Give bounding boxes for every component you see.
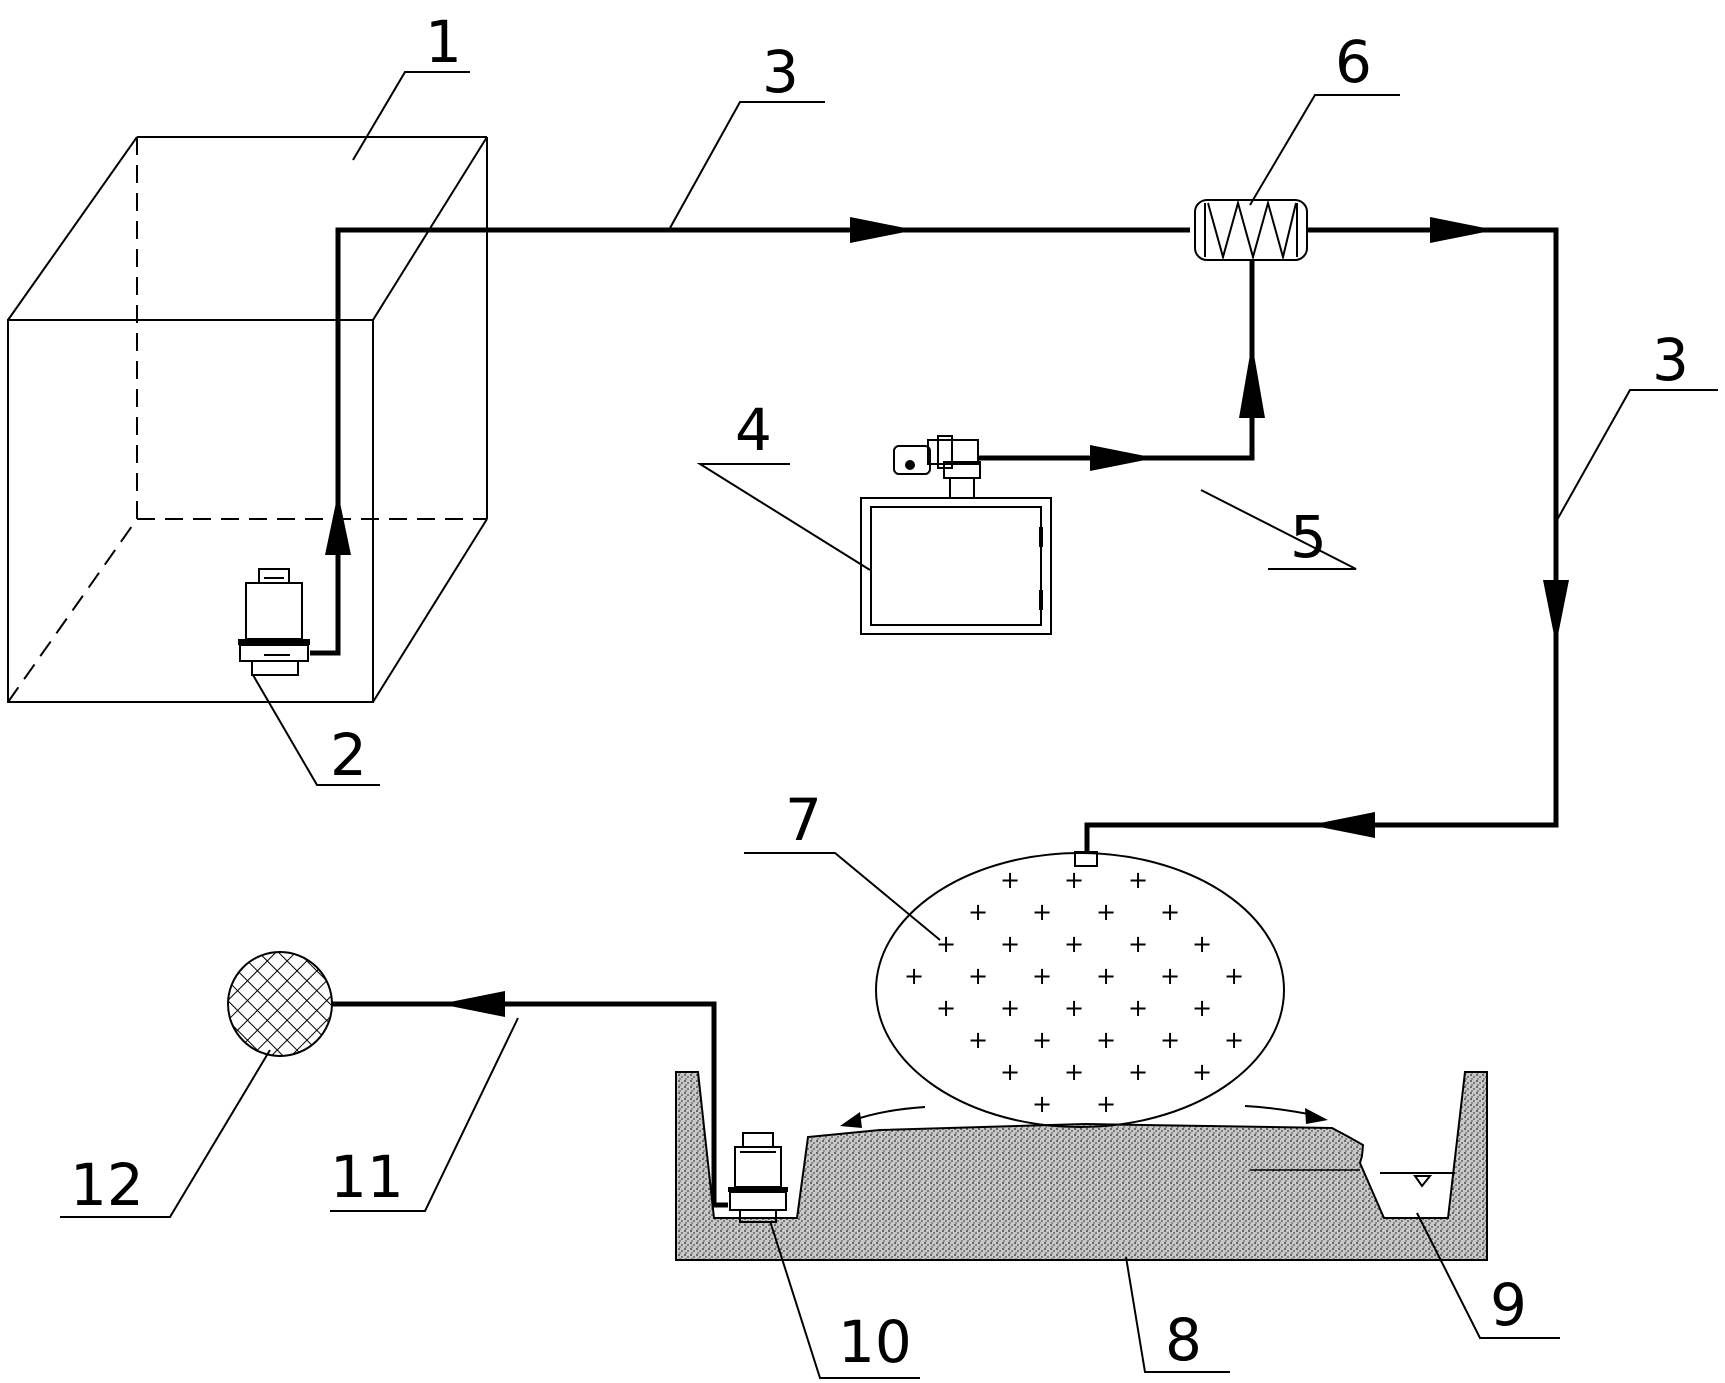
bag-texture-mark: + <box>1128 1058 1148 1086</box>
label-1: 1 <box>425 8 462 76</box>
seepage-arrows <box>840 1105 1328 1128</box>
pipe-dosing <box>978 260 1255 461</box>
bag-texture-mark: + <box>1096 1026 1116 1054</box>
bag-texture-mark: + <box>1192 994 1212 1022</box>
water-level-marker <box>1380 1172 1455 1188</box>
bag-texture-mark: + <box>1128 866 1148 894</box>
leader-lines <box>60 71 1718 1379</box>
bag-texture-mark: + <box>1160 962 1180 990</box>
flow-arrow <box>1239 343 1265 418</box>
bag-texture-mark: + <box>1032 898 1052 926</box>
pipe-discharge <box>332 1001 728 1208</box>
bag-texture-mark: + <box>1000 930 1020 958</box>
dewatering-bag: + + + + + + + + + + + + + + + + + + + + + + + + + + + + + + + + + + <box>875 851 1285 1128</box>
label-12: 12 <box>70 1151 144 1219</box>
bag-texture-mark: + <box>904 962 924 990</box>
bag-texture-mark: + <box>1000 1058 1020 1086</box>
bag-texture-mark: + <box>1160 1026 1180 1054</box>
bag-texture-mark: + <box>1032 1026 1052 1054</box>
bag-texture-mark: + <box>936 930 956 958</box>
bag-texture-mark: + <box>1032 1090 1052 1118</box>
label-6: 6 <box>1335 28 1372 96</box>
label-10: 10 <box>838 1308 912 1376</box>
flow-arrow <box>325 493 351 555</box>
bag-texture-mark: + <box>1096 1090 1116 1118</box>
bag-texture-mark: + <box>1064 930 1084 958</box>
flow-arrow <box>1310 812 1375 838</box>
bag-texture-mark: + <box>936 994 956 1022</box>
submersible-pump <box>238 568 310 676</box>
bag-texture-mark: + <box>1064 994 1084 1022</box>
drainage-pump <box>728 1132 788 1223</box>
bag-texture-mark: + <box>968 962 988 990</box>
component-labels: 1 2 3 3 4 5 6 7 8 9 10 11 12 <box>70 8 1689 1376</box>
label-5: 5 <box>1290 503 1327 571</box>
bag-texture-mark: + <box>1032 962 1052 990</box>
label-11: 11 <box>330 1143 404 1211</box>
settling-basin <box>675 1071 1488 1261</box>
bag-texture-mark: + <box>1224 1026 1244 1054</box>
bag-texture-mark: + <box>968 898 988 926</box>
mixer <box>1194 199 1308 261</box>
label-7: 7 <box>785 786 822 854</box>
label-8: 8 <box>1165 1306 1202 1374</box>
bag-texture-mark: + <box>1000 994 1020 1022</box>
flow-arrow <box>440 991 505 1017</box>
bag-texture-mark: + <box>1224 962 1244 990</box>
flow-arrow <box>850 217 915 243</box>
bag-texture-mark: + <box>1064 866 1084 894</box>
bag-texture-mark: + <box>1096 962 1116 990</box>
filter-sphere <box>227 951 333 1057</box>
bag-texture-mark: + <box>968 1026 988 1054</box>
bag-texture-mark: + <box>1160 898 1180 926</box>
flow-arrow <box>1430 217 1495 243</box>
flow-arrow <box>1543 580 1569 645</box>
bag-texture-mark: + <box>1192 930 1212 958</box>
label-3a: 3 <box>762 38 799 106</box>
bag-texture-mark: + <box>1128 994 1148 1022</box>
bag-texture-mark: + <box>1064 1058 1084 1086</box>
label-4: 4 <box>735 396 772 464</box>
bag-texture-mark: + <box>1128 930 1148 958</box>
bag-texture-mark: + <box>1096 898 1116 926</box>
pipe-tank-riser <box>310 227 1190 656</box>
label-3b: 3 <box>1652 326 1689 394</box>
bag-texture-mark: + <box>1000 866 1020 894</box>
bag-texture-mark: + <box>1192 1058 1212 1086</box>
flow-arrow <box>1090 445 1155 471</box>
dosing-tank <box>860 435 1052 635</box>
label-2: 2 <box>330 721 367 789</box>
label-9: 9 <box>1490 1271 1527 1339</box>
tank <box>7 136 488 703</box>
